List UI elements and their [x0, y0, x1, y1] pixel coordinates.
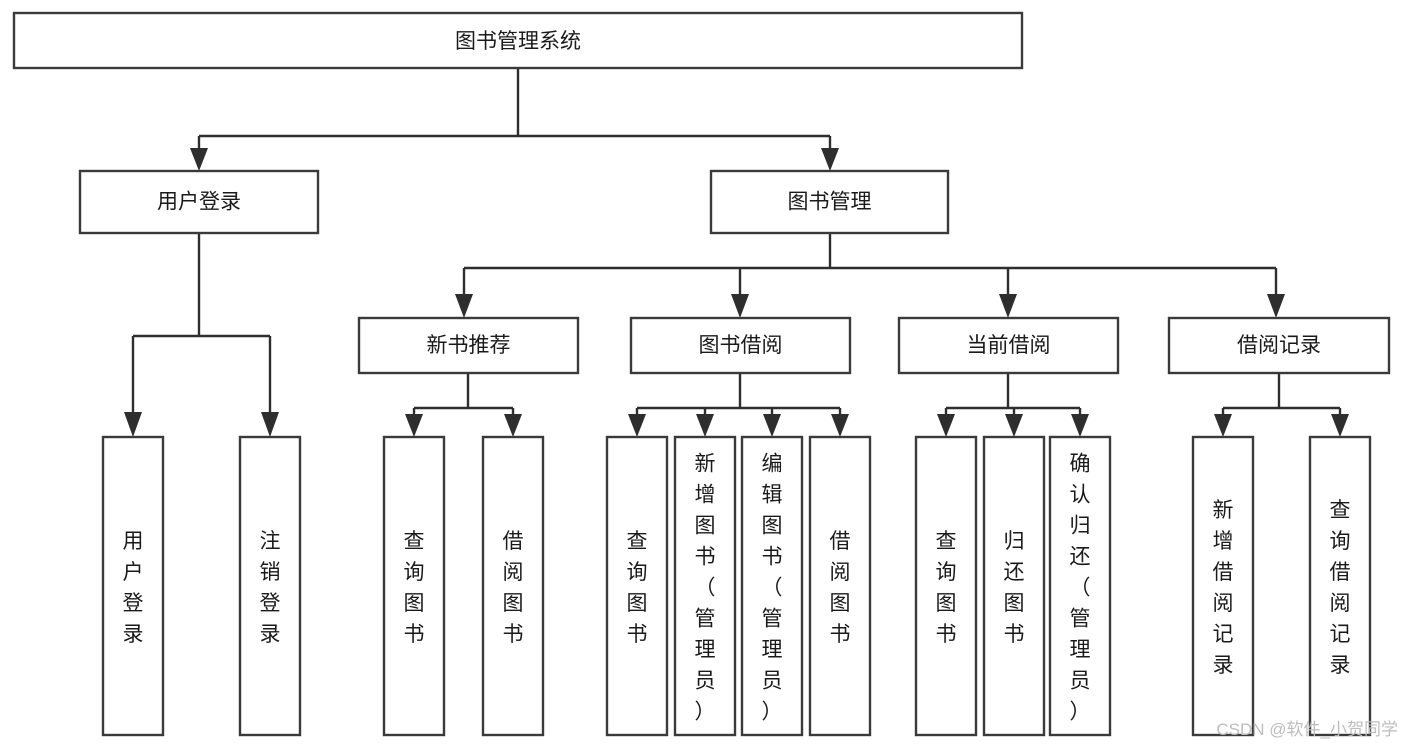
node-book-borrow-box[interactable]	[629, 316, 852, 375]
node-leaf-query-record-box[interactable]	[1308, 435, 1372, 737]
arrow-bm-to-current-borrow	[999, 294, 1017, 318]
node-new-book-rec-label: 新书推荐	[427, 334, 511, 357]
node-leaf-borrow-book-2-box[interactable]	[808, 435, 872, 737]
connector-layer	[124, 68, 1349, 437]
node-leaf-user-login-label: 用户登录	[123, 530, 144, 646]
node-leaf-edit-book[interactable]: 编辑图书（管理员）	[740, 435, 804, 737]
node-leaf-return-book-label: 归还图书	[1004, 530, 1025, 646]
arrow-root-to-book-manage	[821, 148, 839, 171]
arrow-br-leaf-1	[1214, 414, 1232, 437]
node-book-borrow[interactable]: 图书借阅	[629, 316, 852, 375]
arrow-cb-leaf-2	[1005, 414, 1023, 437]
arrow-nbr-leaf-1	[405, 414, 423, 437]
node-root[interactable]: 图书管理系统	[12, 11, 1024, 70]
node-leaf-user-logout[interactable]: 注销登录	[238, 435, 302, 737]
node-leaf-borrow-book-2-label: 借阅图书	[830, 530, 851, 646]
node-current-borrow-label: 当前借阅	[967, 334, 1051, 357]
node-leaf-query-book-3-label: 查询图书	[936, 530, 957, 646]
node-leaf-query-book-2-box[interactable]	[605, 435, 669, 737]
node-leaf-confirm-return-label: 确认归还（管理员）	[1070, 453, 1091, 724]
node-leaf-query-book-1-label: 查询图书	[404, 530, 425, 646]
node-leaf-user-login-box[interactable]	[101, 435, 165, 737]
node-leaf-add-record-label: 新增借阅记录	[1213, 499, 1234, 677]
node-leaf-add-book-box[interactable]	[673, 435, 737, 737]
node-leaf-borrow-book-2[interactable]: 借阅图书	[808, 435, 872, 737]
node-leaf-add-book[interactable]: 新增图书（管理员）	[673, 435, 737, 737]
node-leaf-user-logout-box[interactable]	[238, 435, 302, 737]
arrow-bm-to-book-borrow	[731, 294, 749, 318]
node-user-login-box[interactable]	[78, 169, 320, 235]
node-user-login-label: 用户登录	[157, 191, 241, 214]
arrow-br-leaf-2	[1331, 414, 1349, 437]
node-book-manage-label: 图书管理	[788, 191, 872, 214]
node-leaf-add-record[interactable]: 新增借阅记录	[1191, 435, 1255, 737]
node-leaf-edit-book-box[interactable]	[740, 435, 804, 737]
node-borrow-record-box[interactable]	[1167, 316, 1391, 375]
node-leaf-edit-book-label: 编辑图书（管理员）	[762, 453, 783, 724]
node-leaf-borrow-book-1-label: 借阅图书	[503, 530, 524, 646]
arrow-bb-leaf-4	[831, 414, 849, 437]
node-leaf-add-record-box[interactable]	[1191, 435, 1255, 737]
node-leaf-user-login[interactable]: 用户登录	[101, 435, 165, 737]
node-current-borrow-box[interactable]	[897, 316, 1120, 375]
node-leaf-confirm-return-box[interactable]	[1048, 435, 1112, 737]
arrow-root-to-user-login	[190, 148, 208, 171]
node-leaf-query-book-2[interactable]: 查询图书	[605, 435, 669, 737]
node-leaf-borrow-book-1-box[interactable]	[481, 435, 545, 737]
node-borrow-record[interactable]: 借阅记录	[1167, 316, 1391, 375]
node-user-login[interactable]: 用户登录	[78, 169, 320, 235]
node-book-manage[interactable]: 图书管理	[709, 169, 950, 235]
node-root-label: 图书管理系统	[455, 30, 581, 53]
node-leaf-confirm-return[interactable]: 确认归还（管理员）	[1048, 435, 1112, 737]
node-leaf-return-book-box[interactable]	[982, 435, 1046, 737]
arrow-bb-leaf-2	[696, 414, 714, 437]
arrow-bb-leaf-1	[628, 414, 646, 437]
node-leaf-query-book-2-label: 查询图书	[627, 530, 648, 646]
node-leaf-query-book-3[interactable]: 查询图书	[914, 435, 978, 737]
node-borrow-record-label: 借阅记录	[1237, 334, 1321, 357]
node-leaf-add-book-label: 新增图书（管理员）	[695, 453, 716, 724]
arrow-cb-leaf-1	[937, 414, 955, 437]
node-leaf-return-book[interactable]: 归还图书	[982, 435, 1046, 737]
arrow-user-login-leaf-2	[261, 412, 279, 437]
csdn-watermark: CSDN @软件_小贺同学	[1216, 720, 1398, 739]
arrow-user-login-leaf-1	[124, 412, 142, 437]
node-current-borrow[interactable]: 当前借阅	[897, 316, 1120, 375]
arrow-bb-leaf-3	[763, 414, 781, 437]
node-book-borrow-label: 图书借阅	[699, 334, 783, 357]
node-leaf-query-record[interactable]: 查询借阅记录	[1308, 435, 1372, 737]
node-leaf-query-book-1[interactable]: 查询图书	[382, 435, 446, 737]
node-leaf-borrow-book-1[interactable]: 借阅图书	[481, 435, 545, 737]
node-new-book-rec[interactable]: 新书推荐	[357, 316, 580, 375]
arrow-bm-to-new-book-rec	[455, 294, 473, 318]
node-leaf-query-record-label: 查询借阅记录	[1330, 499, 1351, 677]
arrow-bm-to-borrow-record	[1267, 294, 1285, 318]
arrow-cb-leaf-3	[1071, 414, 1089, 437]
node-leaf-query-book-3-box[interactable]	[914, 435, 978, 737]
node-leaf-query-book-1-box[interactable]	[382, 435, 446, 737]
node-leaf-user-logout-label: 注销登录	[260, 530, 281, 646]
arrow-nbr-leaf-2	[504, 414, 522, 437]
node-root-box[interactable]	[12, 11, 1024, 70]
node-new-book-rec-box[interactable]	[357, 316, 580, 375]
node-book-manage-box[interactable]	[709, 169, 950, 235]
